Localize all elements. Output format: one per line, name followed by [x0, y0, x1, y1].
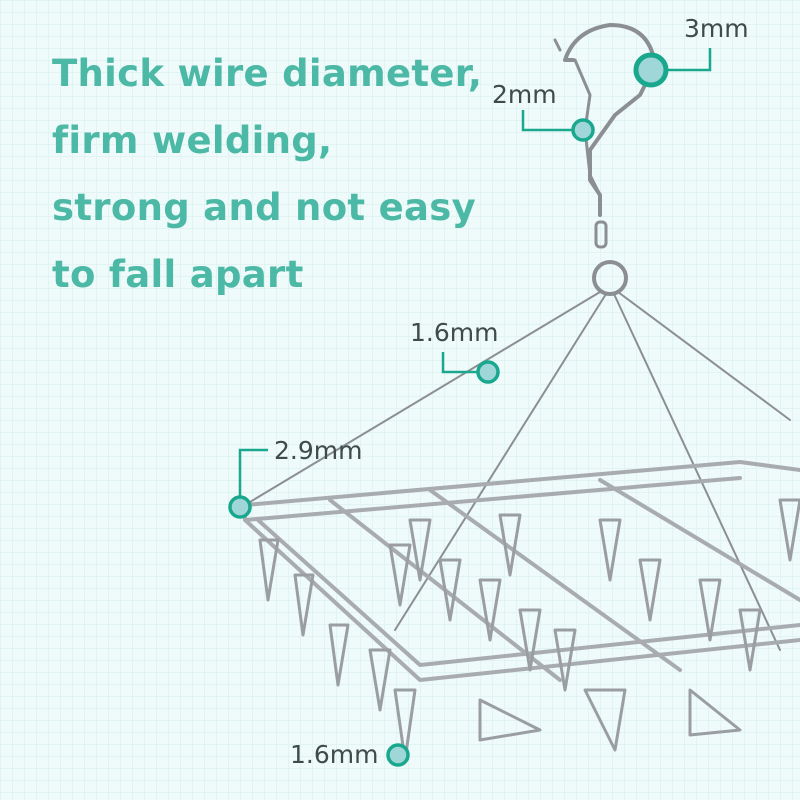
- marker-frame: [228, 495, 252, 519]
- ring: [592, 260, 628, 296]
- marker-hook-inner: [571, 118, 595, 142]
- frame: [243, 460, 800, 682]
- marker-hook: [633, 52, 669, 88]
- headline-line: strong and not easy: [52, 186, 476, 229]
- clips: [258, 498, 800, 762]
- headline: Thick wire diameter, firm welding, stron…: [52, 40, 482, 308]
- headline-line: firm welding,: [52, 119, 333, 162]
- swivel: [594, 220, 608, 249]
- label-suspension-wire: 1.6mm: [410, 318, 499, 347]
- marker-clip: [386, 743, 410, 767]
- headline-line: Thick wire diameter,: [52, 52, 483, 95]
- label-hook-inner: 2mm: [492, 80, 557, 109]
- hook: [563, 23, 657, 217]
- label-frame: 2.9mm: [274, 436, 363, 465]
- headline-line: to fall apart: [52, 253, 304, 296]
- marker-suspension-wire: [476, 360, 500, 384]
- label-hook: 3mm: [684, 14, 749, 43]
- label-clip: 1.6mm: [290, 740, 379, 769]
